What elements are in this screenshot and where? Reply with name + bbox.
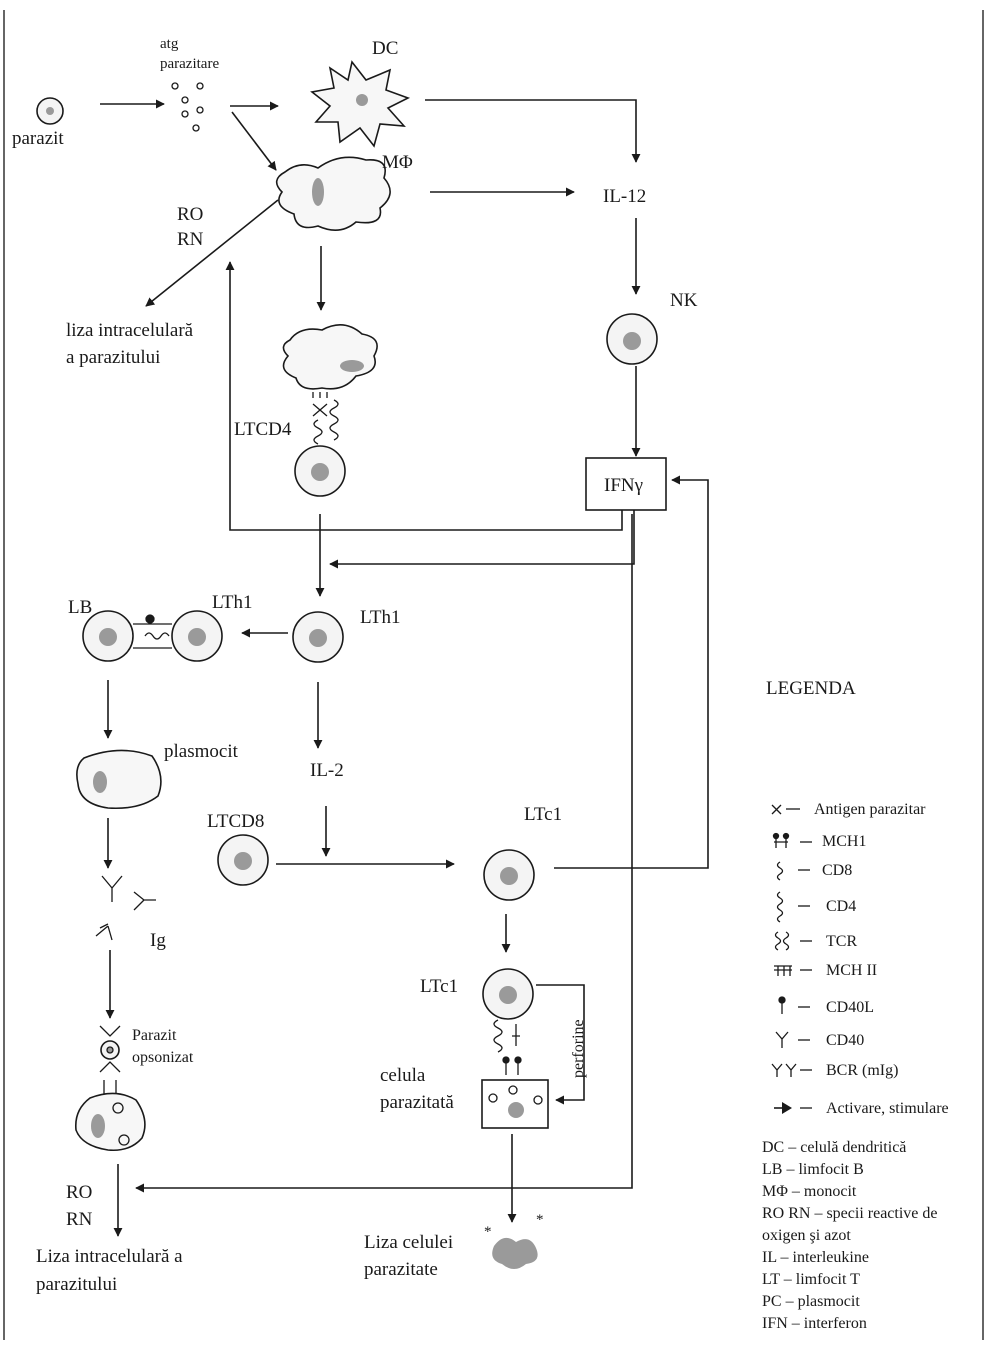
label-mphi: MΦ — [382, 152, 413, 173]
x-cross-icon — [772, 805, 800, 814]
legend-abbr-dc: DC – celulă dendritică — [762, 1139, 906, 1156]
legend-abbr-rorn: RO RN – specii reactive de — [762, 1205, 938, 1222]
label-dc: DC — [372, 38, 398, 59]
mch2-icon — [774, 966, 812, 976]
label-ltcd4: LTCD4 — [234, 419, 292, 440]
label-ltc1-bottom: LTc1 — [420, 976, 458, 997]
label-lth1: LTh1 — [360, 607, 400, 628]
label-il12: IL-12 — [603, 186, 646, 207]
legend-abbr-il: IL – interleukine — [762, 1249, 869, 1266]
label-ifng: IFNγ — [604, 475, 643, 496]
label-rn-top: RN — [177, 229, 204, 250]
label-liza-bottom-2: parazitului — [36, 1274, 117, 1295]
label-ig: Ig — [150, 930, 166, 951]
parasite-cell — [37, 98, 63, 124]
label-rn-bottom: RN — [66, 1209, 93, 1230]
immunoglobulins — [96, 876, 156, 940]
label-lth1-left: LTh1 — [212, 592, 252, 613]
antigen-presenting-cell — [283, 325, 377, 389]
legend: LEGENDA — [762, 678, 949, 1332]
legend-text-bcr: BCR (mIg) — [826, 1062, 898, 1079]
label-parazit: parazit — [12, 128, 64, 149]
opsonized-parasite — [100, 1026, 120, 1094]
label-ro-top: RO — [177, 204, 203, 225]
legend-text-cd4: CD4 — [826, 898, 856, 915]
legend-abbr-lb: LB – limfocit B — [762, 1161, 864, 1178]
ltc1-cell-bottom — [483, 969, 533, 1019]
svg-text:*: * — [484, 1224, 492, 1240]
parasite-antigens — [172, 83, 203, 131]
label-parazit-opsonizat-1: Parazit — [132, 1027, 177, 1044]
label-parazit-opsonizat-2: opsonizat — [132, 1049, 194, 1066]
lth1-cell-left — [172, 611, 222, 661]
nk-cell — [607, 314, 657, 364]
cd40-icon — [776, 1032, 810, 1048]
legend-text-mch2: MCH II — [826, 962, 877, 979]
legend-abbr-pc: PC – plasmocit — [762, 1293, 860, 1310]
cd4-icon — [778, 892, 811, 922]
legend-text-cd8: CD8 — [822, 862, 852, 879]
lth1-cell — [293, 612, 343, 662]
ltcd4-cell — [295, 446, 345, 496]
ltc1-cell-top — [484, 850, 534, 900]
label-lb: LB — [68, 597, 92, 618]
legend-abbr-mphi: MΦ – monocit — [762, 1183, 857, 1200]
label-liza-celulei-1: Liza celulei — [364, 1232, 453, 1253]
mch1-icon — [774, 834, 813, 849]
ltcd8-cell — [218, 835, 268, 885]
label-ltcd8: LTCD8 — [207, 811, 264, 832]
legend-text-tcr: TCR — [826, 933, 857, 950]
label-atg-1: atg — [160, 36, 179, 52]
label-plasmocit: plasmocit — [164, 741, 239, 762]
lb-cell — [83, 611, 133, 661]
label-liza-celulei-2: parazitate — [364, 1259, 438, 1280]
label-il2: IL-2 — [310, 760, 344, 781]
legend-abbr-ifn: IFN – interferon — [762, 1315, 867, 1332]
plasmocyte-cell — [77, 750, 161, 808]
legend-text-arrow: Activare, stimulare — [826, 1100, 949, 1117]
cd8-icon — [778, 862, 811, 880]
tcr-mhc-complex — [313, 392, 338, 444]
label-liza-bottom-1: Liza intracelulară a — [36, 1246, 183, 1267]
legend-text-mch1: MCH1 — [822, 833, 866, 850]
legend-text-antigen: Antigen parazitar — [814, 801, 926, 818]
label-atg-2: parazitare — [160, 56, 219, 72]
lysed-cell-remains: * * — [484, 1212, 544, 1269]
label-ro-bottom: RO — [66, 1182, 92, 1203]
legend-text-cd40l: CD40L — [826, 999, 874, 1016]
label-ltc1-top: LTc1 — [524, 804, 562, 825]
label-liza-top-1: liza intracelulară — [66, 320, 194, 341]
macrophage-cell — [277, 157, 390, 230]
legend-title: LEGENDA — [766, 678, 856, 699]
label-nk: NK — [670, 290, 698, 311]
tcr-icon — [776, 932, 813, 950]
label-celula-1: celula — [380, 1065, 426, 1086]
legend-text-cd40: CD40 — [826, 1032, 864, 1049]
label-celula-2: parazitată — [380, 1092, 454, 1113]
cd40l-icon — [779, 997, 810, 1014]
svg-text:*: * — [536, 1212, 544, 1228]
lb-lth1-synapse — [133, 615, 172, 648]
phagocyte-cell — [76, 1093, 145, 1150]
ltc1-target-synapse — [494, 1020, 521, 1075]
legend-abbr-rorn-2: oxigen şi azot — [762, 1227, 851, 1244]
legend-abbr-lt: LT – limfocit T — [762, 1271, 860, 1288]
arrow-icon — [774, 1102, 812, 1114]
label-liza-top-2: a parazitului — [66, 347, 160, 368]
bcr-icon — [772, 1064, 812, 1077]
